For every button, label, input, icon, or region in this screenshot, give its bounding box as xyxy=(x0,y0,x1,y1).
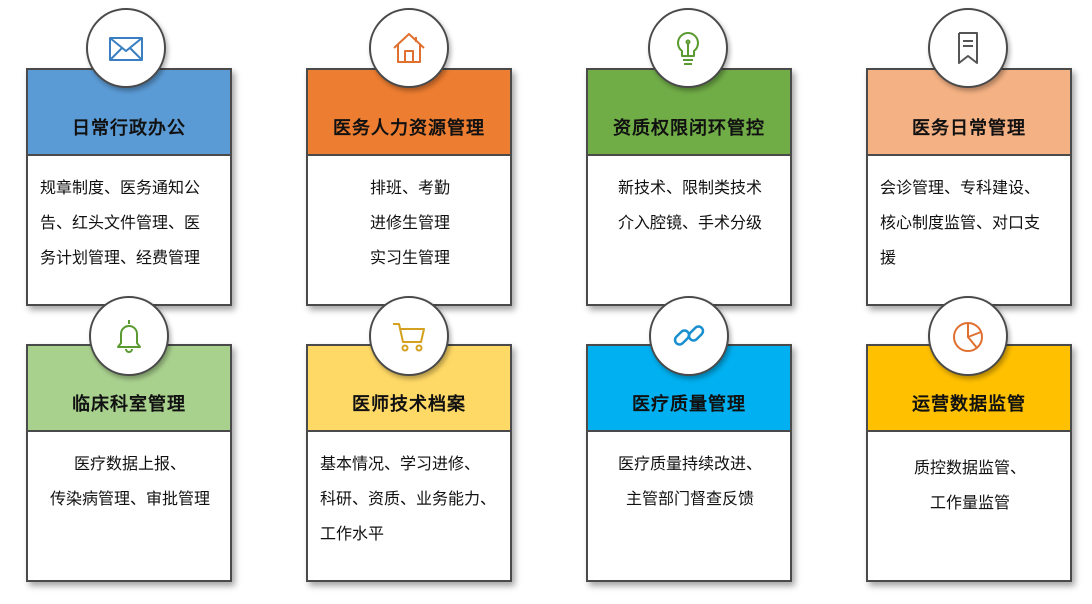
card-daily-admin: 日常行政办公 规章制度、医务通知公 告、红头文件管理、医 务计划管理、经费管理 xyxy=(26,68,232,306)
card-line: 工作水平 xyxy=(320,524,385,543)
card-line: 基本情况、学习进修、 xyxy=(320,454,481,473)
card-body: 基本情况、学习进修、 科研、资质、业务能力、 工作水平 xyxy=(320,446,500,551)
card-body: 规章制度、医务通知公 告、红头文件管理、医 务计划管理、经费管理 xyxy=(40,170,220,275)
house-icon xyxy=(393,33,425,63)
card-line: 实习生管理 xyxy=(369,248,450,267)
pie-chart-icon xyxy=(953,322,983,352)
card-quality-management: 医疗质量管理 医疗质量持续改进、 主管部门督查反馈 xyxy=(586,344,792,582)
pie-chart-icon-badge xyxy=(928,296,1008,376)
bell-icon xyxy=(117,320,141,353)
card-line: 排班、考勤 xyxy=(369,178,450,197)
card-body: 质控数据监管、 工作量监管 xyxy=(880,450,1060,520)
card-line: 规章制度、医务通知公 xyxy=(40,178,201,197)
card-title: 运营数据监管 xyxy=(912,394,1026,415)
card-title: 临床科室管理 xyxy=(72,394,186,415)
card-qualification-control: 资质权限闭环管控 新技术、限制类技术 介入腔镜、手术分级 xyxy=(586,68,792,306)
card-daily-medical: 医务日常管理 会诊管理、专科建设、 核心制度监管、对口支 援 xyxy=(866,68,1072,306)
lightbulb-icon-badge xyxy=(648,8,728,88)
card-line: 告、红头文件管理、医 xyxy=(40,213,201,232)
cart-icon-badge xyxy=(369,296,449,376)
bookmark-icon-badge xyxy=(928,8,1008,88)
card-title: 医务人力资源管理 xyxy=(333,118,485,139)
bell-icon-badge xyxy=(89,296,169,376)
card-title: 医务日常管理 xyxy=(912,118,1026,139)
card-body: 医疗质量持续改进、 主管部门督查反馈 xyxy=(600,446,780,516)
card-operations-data: 运营数据监管 质控数据监管、 工作量监管 xyxy=(866,344,1072,582)
card-hr-management: 医务人力资源管理 排班、考勤 进修生管理 实习生管理 xyxy=(306,68,512,306)
card-line: 传染病管理、审批管理 xyxy=(49,489,210,508)
card-clinical-dept: 临床科室管理 医疗数据上报、 传染病管理、审批管理 xyxy=(26,344,232,582)
link-icon-badge xyxy=(649,296,729,376)
card-line: 会诊管理、专科建设、 xyxy=(880,178,1041,197)
card-title: 医师技术档案 xyxy=(352,394,466,415)
envelope-icon-badge xyxy=(86,8,166,88)
card-title: 资质权限闭环管控 xyxy=(613,118,765,139)
card-line: 工作量监管 xyxy=(929,493,1010,512)
cart-icon xyxy=(393,323,425,352)
lightbulb-icon xyxy=(677,32,699,65)
card-body: 会诊管理、专科建设、 核心制度监管、对口支 援 xyxy=(880,170,1060,275)
card-line: 援 xyxy=(880,248,897,267)
house-icon-badge xyxy=(369,8,449,88)
card-body: 排班、考勤 进修生管理 实习生管理 xyxy=(320,170,500,275)
bookmark-icon xyxy=(958,32,978,64)
card-line: 医疗数据上报、 xyxy=(73,454,186,473)
card-header: 医务人力资源管理 xyxy=(308,70,510,156)
card-line: 质控数据监管、 xyxy=(913,458,1026,477)
card-body: 新技术、限制类技术 介入腔镜、手术分级 xyxy=(600,170,780,240)
card-line: 务计划管理、经费管理 xyxy=(40,248,201,267)
card-body: 医疗数据上报、 传染病管理、审批管理 xyxy=(40,446,220,516)
card-line: 介入腔镜、手术分级 xyxy=(617,213,762,232)
card-line: 进修生管理 xyxy=(369,213,450,232)
card-line: 新技术、限制类技术 xyxy=(617,178,762,197)
card-line: 主管部门督查反馈 xyxy=(625,489,754,508)
card-title: 医疗质量管理 xyxy=(632,394,746,415)
link-icon xyxy=(673,325,705,346)
card-line: 核心制度监管、对口支 xyxy=(880,213,1041,232)
card-physician-archive: 医师技术档案 基本情况、学习进修、 科研、资质、业务能力、 工作水平 xyxy=(306,344,512,582)
card-title: 日常行政办公 xyxy=(72,118,186,139)
card-line: 科研、资质、业务能力、 xyxy=(320,489,497,508)
envelope-icon xyxy=(109,37,143,61)
card-line: 医疗质量持续改进、 xyxy=(617,454,762,473)
